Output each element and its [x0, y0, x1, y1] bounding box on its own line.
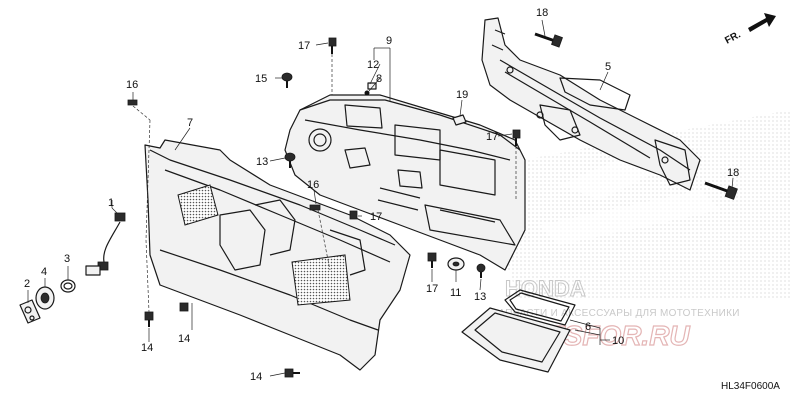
part-3-socket-cap [60, 279, 76, 293]
callout-18-b: 18 [727, 167, 739, 179]
part-18-bolt-right [704, 181, 738, 200]
part-9-dashboard [284, 94, 526, 271]
callout-18-a: 18 [536, 7, 548, 19]
callout-4: 4 [41, 266, 47, 278]
callout-10: 10 [612, 335, 624, 347]
callout-14-c: 14 [250, 371, 262, 383]
callout-14-b: 14 [178, 333, 190, 345]
callout-12: 12 [367, 59, 379, 71]
callout-13-b: 13 [474, 291, 486, 303]
callout-17-a: 17 [298, 40, 310, 52]
callout-13-a: 13 [256, 156, 268, 168]
diagram-code: HL34F0600A [721, 381, 780, 392]
leader-lines [27, 19, 734, 377]
callout-17-d: 17 [426, 283, 438, 295]
callout-7: 7 [187, 117, 193, 129]
callout-2: 2 [24, 278, 30, 290]
front-label: FR. [723, 29, 743, 46]
front-direction-indicator: FR. [723, 13, 776, 47]
watermark-tagline: ЗАПЧАСТИ И АКСЕССУАРЫ ДЛЯ МОТОТЕХНИКИ [492, 308, 740, 319]
callout-14-a: 14 [141, 342, 153, 354]
callout-17-b: 17 [486, 131, 498, 143]
part-5-frame-bracket [481, 17, 701, 191]
callout-3: 3 [64, 253, 70, 265]
callout-16-a: 16 [126, 79, 138, 91]
part-10-storage-tray [461, 307, 571, 373]
callout-5: 5 [605, 61, 611, 73]
callout-15: 15 [255, 73, 267, 85]
part-7-lower-panel [144, 139, 411, 371]
callout-8: 8 [376, 73, 382, 85]
callout-1: 1 [108, 197, 114, 209]
callout-9: 9 [386, 35, 392, 47]
callout-16-b: 16 [307, 179, 319, 191]
part-6-tray-mat [504, 289, 576, 326]
callout-17-c: 17 [370, 211, 382, 223]
callout-11: 11 [450, 287, 461, 299]
part-18-bolt-top [534, 32, 563, 48]
callout-19: 19 [456, 89, 468, 101]
part-4-power-socket [35, 286, 55, 310]
front-arrow-icon [748, 13, 776, 32]
fasteners [127, 37, 521, 378]
callouts: 1 2 3 4 5 6 7 8 9 10 11 12 13 13 14 14 1… [24, 7, 739, 383]
callout-6: 6 [585, 321, 591, 333]
part-1-wire-harness [85, 212, 126, 276]
